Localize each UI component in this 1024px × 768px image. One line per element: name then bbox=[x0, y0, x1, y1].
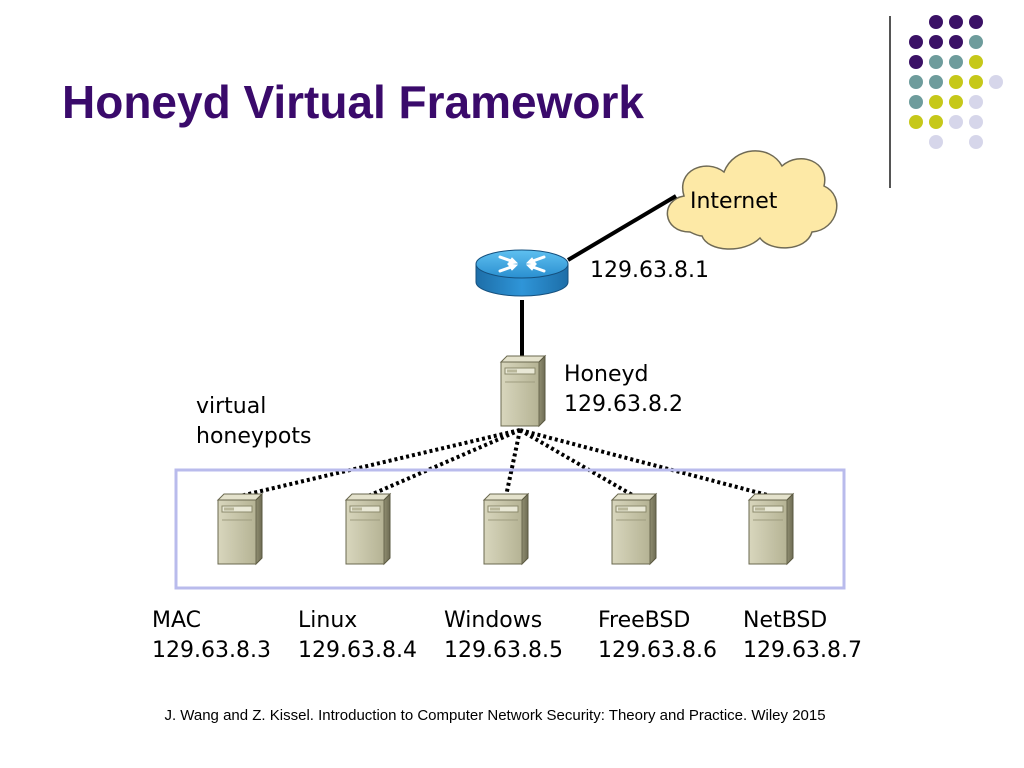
decorative-dot bbox=[909, 115, 923, 129]
honeyd-server-icon bbox=[500, 355, 546, 427]
honeypot-ip: 129.63.8.3 bbox=[152, 638, 271, 663]
decorative-dot bbox=[969, 135, 983, 149]
decorative-dot bbox=[909, 95, 923, 109]
honeypot-server-icon-netbsd bbox=[748, 493, 794, 565]
honeypot-name: Linux bbox=[298, 608, 358, 633]
internet-cloud-icon bbox=[666, 150, 838, 250]
decorative-dot bbox=[949, 15, 963, 29]
honeypot-ip: 129.63.8.5 bbox=[444, 638, 563, 663]
decorative-dot bbox=[929, 115, 943, 129]
internet-label: Internet bbox=[690, 189, 778, 214]
honeypot-ip: 129.63.8.6 bbox=[598, 638, 717, 663]
honeypot-name: FreeBSD bbox=[598, 608, 691, 633]
decorative-dot bbox=[949, 55, 963, 69]
decorative-dot bbox=[929, 15, 943, 29]
decorative-dot bbox=[929, 75, 943, 89]
decorative-dot bbox=[969, 15, 983, 29]
slide-title: Honeyd Virtual Framework bbox=[62, 76, 644, 128]
decorative-dot bbox=[969, 55, 983, 69]
dashed-link-freebsd bbox=[518, 428, 636, 498]
honeypot-servers bbox=[217, 493, 794, 565]
router-ip-label: 129.63.8.1 bbox=[590, 258, 709, 283]
decorative-dot bbox=[929, 55, 943, 69]
decorative-dot-grid bbox=[909, 15, 1003, 149]
decorative-dot bbox=[949, 95, 963, 109]
decorative-dot bbox=[949, 115, 963, 129]
honeypot-name: Windows bbox=[444, 608, 543, 633]
honeypot-label-mac: MAC 129.63.8.3 bbox=[152, 606, 271, 666]
decorative-dot bbox=[969, 95, 983, 109]
honeyd-name-label: Honeyd bbox=[564, 362, 649, 387]
honeypot-name: NetBSD bbox=[743, 608, 828, 633]
honeypot-links bbox=[239, 428, 772, 498]
decorative-dot bbox=[969, 115, 983, 129]
router-icon bbox=[475, 249, 569, 297]
internet-router-link bbox=[566, 194, 678, 262]
decorative-dot bbox=[929, 35, 943, 49]
honeypot-server-icon-linux bbox=[345, 493, 391, 565]
dashed-link-windows bbox=[504, 429, 522, 497]
honeypot-server-icon-freebsd bbox=[611, 493, 657, 565]
dashed-link-linux bbox=[367, 428, 521, 498]
honeypot-name: MAC bbox=[152, 608, 202, 633]
decorative-dot bbox=[929, 135, 943, 149]
decorative-dot bbox=[949, 35, 963, 49]
honeyd-ip-label: 129.63.8.2 bbox=[564, 392, 683, 417]
decorative-dot bbox=[969, 75, 983, 89]
decorative-dot bbox=[909, 55, 923, 69]
decorative-dot bbox=[909, 35, 923, 49]
citation-text: J. Wang and Z. Kissel. Introduction to C… bbox=[164, 707, 826, 724]
group-label-line1: virtual bbox=[196, 394, 267, 419]
honeypot-server-icon-windows bbox=[483, 493, 529, 565]
decorative-dot bbox=[929, 95, 943, 109]
decorative-dot bbox=[969, 35, 983, 49]
group-label-line2: honeypots bbox=[196, 424, 312, 449]
honeypot-label-windows: Windows 129.63.8.5 bbox=[444, 606, 563, 666]
decorative-dot bbox=[989, 75, 1003, 89]
honeypot-ip: 129.63.8.4 bbox=[298, 638, 417, 663]
divider-rule bbox=[889, 16, 891, 188]
honeypot-group-box bbox=[174, 468, 846, 590]
honeypot-label-freebsd: FreeBSD 129.63.8.6 bbox=[598, 606, 717, 666]
decorative-dot bbox=[909, 75, 923, 89]
decorative-dot bbox=[949, 75, 963, 89]
honeypot-label-netbsd: NetBSD 129.63.8.7 bbox=[743, 606, 862, 666]
honeypot-server-icon-mac bbox=[217, 493, 263, 565]
honeypot-label-linux: Linux 129.63.8.4 bbox=[298, 606, 417, 666]
honeypot-ip: 129.63.8.7 bbox=[743, 638, 862, 663]
dashed-link-netbsd bbox=[519, 428, 772, 498]
